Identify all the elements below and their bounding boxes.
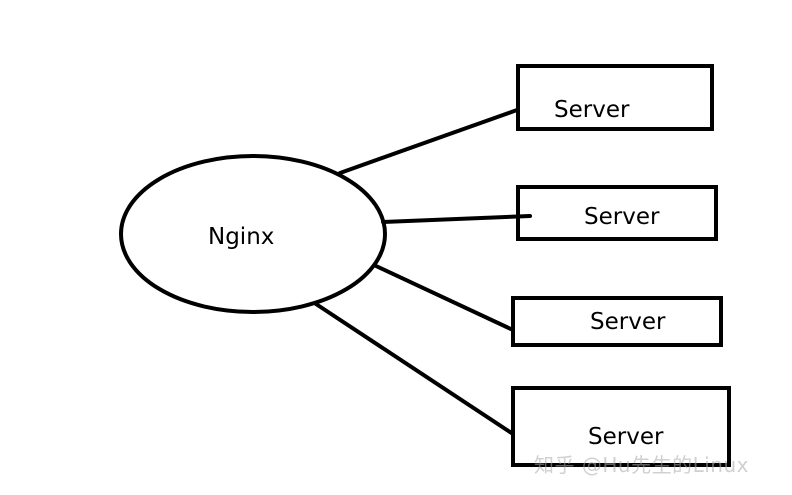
- server-box-3: [511, 296, 723, 347]
- connector-line-2: [381, 214, 532, 224]
- server-label-1: Server: [554, 97, 630, 123]
- server-box-4: [511, 386, 731, 467]
- nginx-label: Nginx: [208, 224, 274, 250]
- nginx-node: [119, 154, 387, 314]
- server-label-4: Server: [588, 424, 664, 450]
- server-label-3: Server: [590, 309, 666, 335]
- connector-line-1: [338, 108, 519, 175]
- connector-line-3: [374, 264, 515, 332]
- server-box-2: [516, 185, 718, 241]
- server-box-1: [516, 64, 714, 131]
- connector-line-4: [314, 302, 515, 436]
- server-label-2: Server: [584, 204, 660, 230]
- watermark-text: 知乎 @Hu先生的Linux: [534, 453, 749, 477]
